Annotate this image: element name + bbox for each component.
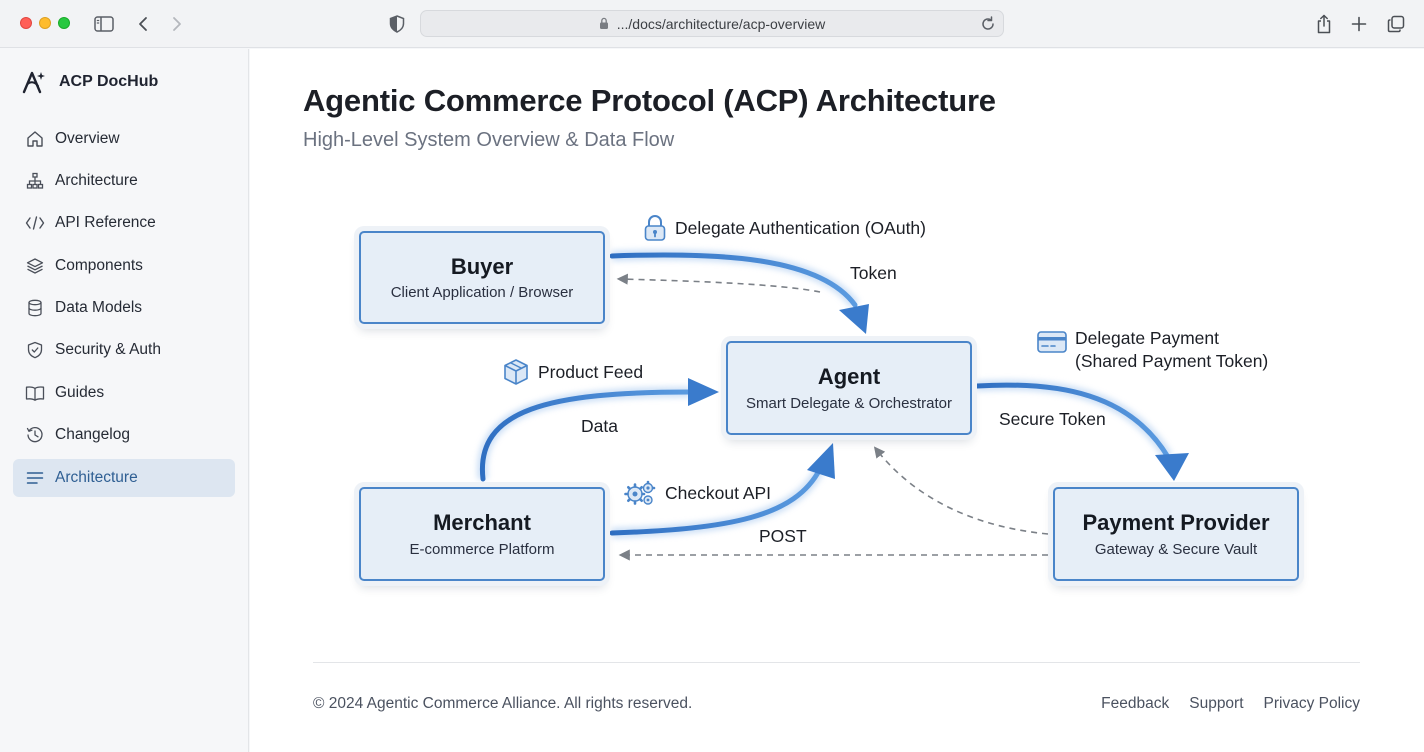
- maximize-window-button[interactable]: [58, 17, 70, 29]
- sidebar-item-label: Architecture: [55, 469, 138, 486]
- agent-to-payment-flow: [974, 382, 1171, 460]
- book-icon: [25, 383, 45, 403]
- payment-to-agent-return-line: [873, 446, 1049, 535]
- sidebar-item-data-models[interactable]: Data Models: [13, 289, 235, 327]
- payment-node-subtitle: Gateway & Secure Vault: [1094, 540, 1258, 558]
- footer-divider: [313, 662, 1360, 663]
- sidebar-item-label: Security & Auth: [55, 341, 161, 358]
- buyer-node-title: Buyer: [450, 253, 514, 279]
- privacy-shield-icon[interactable]: [385, 12, 409, 36]
- buyer-node-subtitle: Client Application / Browser: [390, 284, 574, 302]
- address-bar[interactable]: .../docs/architecture/acp-overview: [420, 10, 1004, 37]
- back-icon[interactable]: [131, 12, 155, 36]
- sidebar-item-components[interactable]: Components: [13, 247, 235, 285]
- token-label: Token: [850, 263, 897, 283]
- secure-token-label: Secure Token: [999, 409, 1106, 429]
- sidebar-item-architecture-active[interactable]: Architecture: [13, 459, 235, 497]
- docs-sidebar: ACP DocHub Overview Architecture API Ref…: [0, 49, 249, 752]
- buyer-to-agent-arrowhead: [839, 304, 869, 334]
- footer-link-privacy-policy[interactable]: Privacy Policy: [1263, 695, 1360, 712]
- brand-logo-icon: [22, 71, 45, 94]
- sidebar-item-architecture[interactable]: Architecture: [13, 162, 235, 200]
- sidebar-item-label: Architecture: [55, 172, 138, 189]
- sidebar-item-label: Changelog: [55, 426, 130, 443]
- merchant-to-agent-checkout-flow: [609, 466, 823, 536]
- footer-copyright: © 2024 Agentic Commerce Alliance. All ri…: [313, 695, 693, 712]
- sidebar-item-label: Data Models: [55, 299, 143, 316]
- architecture-diagram: [476, 249, 1189, 561]
- padlock-icon: [644, 214, 666, 241]
- product-feed-label: Product Feed: [502, 358, 643, 386]
- reload-icon[interactable]: [979, 15, 997, 33]
- buyer-node[interactable]: Buyer Client Application / Browser: [359, 231, 605, 324]
- lock-icon: [599, 17, 608, 29]
- sidebar-item-label: Guides: [55, 384, 105, 401]
- sidebar-item-label: Components: [55, 257, 143, 274]
- layers-icon: [25, 256, 45, 276]
- merchant-node-title: Merchant: [433, 510, 531, 536]
- merchant-to-agent-data-flow: [479, 389, 693, 482]
- checkout-api-label-text: Checkout API: [665, 482, 772, 503]
- minimize-window-button[interactable]: [39, 17, 51, 29]
- database-icon: [25, 298, 45, 318]
- sidebar-item-label: API Reference: [55, 214, 156, 231]
- merchant-to-agent-checkout-arrowhead: [807, 443, 835, 479]
- gears-icon: [624, 480, 656, 505]
- auth-label: Delegate Authentication (OAuth): [643, 214, 926, 242]
- checkout-api-label: Checkout API: [623, 479, 771, 507]
- agent-node[interactable]: Agent Smart Delegate & Orchestrator: [726, 341, 972, 435]
- sitemap-icon: [25, 171, 45, 191]
- url-text: .../docs/architecture/acp-overview: [616, 15, 826, 32]
- sidebar-toggle-icon[interactable]: [92, 12, 116, 36]
- footer-links: Feedback Support Privacy Policy: [1101, 695, 1360, 713]
- payment-provider-node[interactable]: Payment Provider Gateway & Secure Vault: [1053, 487, 1299, 581]
- agent-node-subtitle: Smart Delegate & Orchestrator: [746, 394, 952, 412]
- merchant-node[interactable]: Merchant E-commerce Platform: [359, 487, 605, 581]
- delegate-payment-label: Delegate Payment (Shared Payment Token): [1037, 327, 1268, 373]
- agent-node-title: Agent: [817, 364, 881, 390]
- payment-node-title: Payment Provider: [1082, 510, 1270, 536]
- package-icon: [504, 359, 528, 385]
- agent-to-payment-arrowhead: [1155, 453, 1189, 481]
- brand-name: ACP DocHub: [59, 73, 159, 90]
- home-icon: [25, 129, 45, 149]
- footer-link-feedback[interactable]: Feedback: [1101, 695, 1170, 712]
- delegate-payment-line-1: Delegate Payment: [1075, 328, 1219, 348]
- sidebar-item-overview[interactable]: Overview: [13, 120, 235, 158]
- buyer-to-agent-flow: [609, 252, 858, 308]
- list-icon: [25, 468, 45, 488]
- page-subtitle: High-Level System Overview & Data Flow: [303, 129, 675, 151]
- delegate-payment-line-2: (Shared Payment Token): [1075, 350, 1269, 371]
- main-content: Agentic Commerce Protocol (ACP) Architec…: [250, 49, 1424, 752]
- new-tab-icon[interactable]: [1347, 12, 1371, 36]
- close-window-button[interactable]: [20, 17, 32, 29]
- data-label: Data: [581, 416, 618, 436]
- sidebar-item-changelog[interactable]: Changelog: [13, 416, 235, 454]
- code-icon: [25, 213, 45, 233]
- forward-icon[interactable]: [165, 12, 189, 36]
- post-label: POST: [759, 526, 807, 546]
- brand[interactable]: ACP DocHub: [21, 67, 158, 97]
- tab-overview-icon[interactable]: [1384, 12, 1408, 36]
- sidebar-item-label: Overview: [55, 130, 120, 147]
- agent-to-buyer-return-line: [616, 273, 821, 293]
- auth-label-text: Delegate Authentication (OAuth): [675, 217, 926, 238]
- merchant-to-agent-data-arrowhead: [688, 378, 719, 406]
- sidebar-item-security-auth[interactable]: Security & Auth: [13, 331, 235, 369]
- credit-card-icon: [1037, 331, 1067, 353]
- share-icon[interactable]: [1312, 12, 1336, 36]
- browser-titlebar: .../docs/architecture/acp-overview: [0, 0, 1424, 48]
- history-icon: [25, 425, 45, 445]
- footer-link-support[interactable]: Support: [1189, 695, 1244, 712]
- shield-icon: [25, 340, 45, 360]
- product-feed-label-text: Product Feed: [538, 361, 644, 382]
- sidebar-item-guides[interactable]: Guides: [13, 374, 235, 412]
- merchant-node-subtitle: E-commerce Platform: [409, 540, 555, 558]
- sidebar-item-api-reference[interactable]: API Reference: [13, 204, 235, 242]
- page-title: Agentic Commerce Protocol (ACP) Architec…: [303, 83, 996, 118]
